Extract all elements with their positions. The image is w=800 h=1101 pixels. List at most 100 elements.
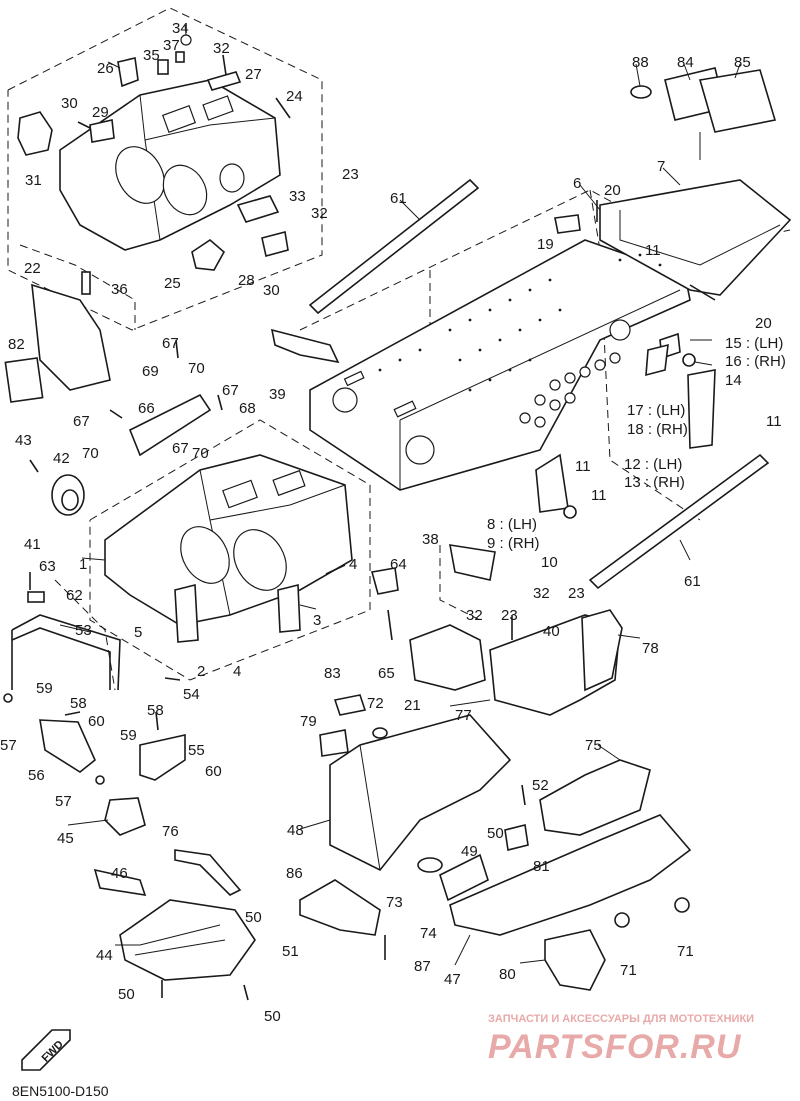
top-cover-parts: [630, 67, 777, 160]
callout-29: 29: [92, 104, 109, 121]
callout-16-rh: 16 : (RH): [725, 353, 786, 370]
part-3: [277, 583, 301, 633]
part-64: [370, 567, 399, 595]
part-50-bolt-b: [243, 984, 249, 1001]
callout-71: 71: [677, 943, 694, 960]
callout-36: 36: [111, 281, 128, 298]
tunnel-assembly: [270, 178, 792, 590]
tunnel-slot-2: [343, 370, 365, 387]
left-bracket-parts: [4, 271, 223, 457]
callout-41: 41: [24, 536, 41, 553]
tunnel-rivets: [378, 253, 662, 392]
tunnel-body: [309, 239, 691, 491]
part-46: [93, 868, 147, 896]
part-83: [333, 694, 367, 716]
part-78: [581, 609, 623, 692]
callout-24: 24: [286, 88, 303, 105]
part-32-bolt: [222, 54, 227, 76]
part-44: [119, 899, 256, 981]
part-14: [682, 353, 696, 367]
part-28: [261, 231, 289, 257]
group-boundary-22: [19, 244, 136, 330]
callout-51: 51: [282, 943, 299, 960]
part-7: [599, 179, 792, 296]
callout-11: 11: [575, 458, 591, 475]
part-44-edge-b: [134, 939, 226, 956]
part-71-a: [614, 912, 630, 928]
rear-frame-window-1: [161, 104, 197, 134]
front-frame-top-edge: [199, 469, 346, 521]
callout-80: 80: [499, 966, 516, 983]
part-67-bolt-b: [217, 394, 223, 411]
callout-84: 84: [677, 54, 694, 71]
callout-87: 87: [414, 958, 431, 975]
part-33: [236, 195, 280, 223]
part-61-top: [308, 178, 480, 315]
callout-67: 67: [162, 335, 179, 352]
callout-60: 60: [205, 763, 222, 780]
callout-47: 47: [444, 971, 461, 988]
part-38: [449, 544, 496, 581]
part-53-bar-upper: [11, 614, 121, 691]
callout-30: 30: [263, 282, 280, 299]
part-71-b: [674, 897, 690, 913]
part-36: [81, 271, 91, 295]
part-58-bolt-a: [64, 711, 81, 716]
callout-52: 52: [532, 777, 549, 794]
callout-34: 34: [172, 20, 189, 37]
callout-65: 65: [378, 665, 395, 682]
callout-66: 66: [138, 400, 155, 417]
callout-57: 57: [55, 793, 72, 810]
callout-48: 48: [287, 822, 304, 839]
part-82: [4, 357, 44, 403]
rear-frame-cutout-3: [219, 163, 245, 193]
part-75: [539, 759, 651, 836]
callout-31: 31: [25, 172, 42, 189]
callout-79: 79: [300, 713, 317, 730]
callout-42: 42: [53, 450, 70, 467]
belly-pan-parts: [299, 694, 692, 991]
part-61-bottom: [588, 453, 770, 590]
callout-81: 81: [533, 858, 550, 875]
part-88: [630, 85, 652, 99]
part-47: [449, 814, 692, 936]
callout-62: 62: [66, 587, 83, 604]
callout-56: 56: [28, 767, 45, 784]
callout-4: 4: [233, 663, 241, 680]
rear-frame-assembly: [17, 34, 291, 271]
callout-11: 11: [766, 413, 782, 430]
group-boundary-23b: [439, 545, 481, 621]
rear-frame-top-edge: [139, 94, 276, 141]
callout-18-rh: 18 : (RH): [627, 421, 688, 438]
part-81: [504, 824, 529, 851]
group-boundary-1: [89, 419, 371, 681]
callout-1: 1: [79, 556, 87, 573]
part-73: [417, 857, 443, 873]
part-85: [698, 69, 777, 133]
callout-68: 68: [239, 400, 256, 417]
callout-37: 37: [163, 37, 180, 54]
part-80: [544, 929, 606, 991]
callout-11: 11: [591, 487, 607, 504]
callout-58: 58: [70, 695, 87, 712]
callout-73: 73: [386, 894, 403, 911]
front-frame-window-2: [272, 469, 306, 497]
fwd-arrow-body: [21, 1029, 71, 1071]
side-panel-parts: [489, 609, 623, 716]
callout-7: 7: [657, 158, 665, 175]
callout-20: 20: [755, 315, 772, 332]
callout-64: 64: [390, 556, 407, 573]
callout-26: 26: [97, 60, 114, 77]
callout-76: 76: [162, 823, 179, 840]
callout-82: 82: [8, 336, 25, 353]
callout-32: 32: [213, 40, 230, 57]
part-26: [117, 57, 139, 88]
tunnel-slot-1: [393, 400, 417, 418]
rear-frame-cutout-1: [115, 146, 165, 204]
callout-69: 69: [142, 363, 159, 380]
watermark-tagline: ЗАПЧАСТИ И АКСЕССУАРЫ ДЛЯ МОТОТЕХНИКИ: [488, 1013, 754, 1025]
callout-28: 28: [238, 272, 255, 289]
lower-left-parts: [93, 849, 256, 1001]
